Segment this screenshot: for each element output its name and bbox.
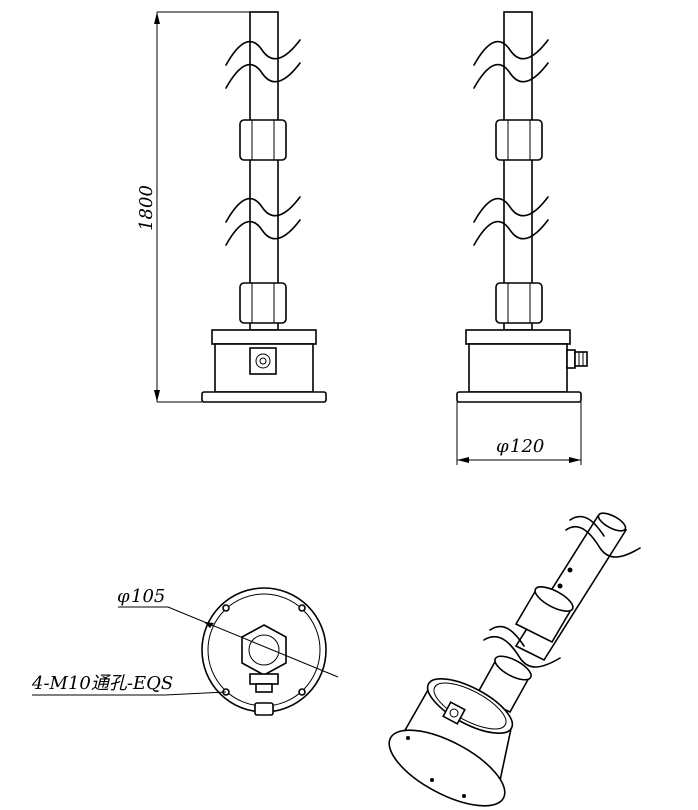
base-diameter-label: 120 [510,436,544,457]
side-coupling-lower [495,282,543,324]
mounting-holes-label: 4-M10通孔-EQS [31,673,173,694]
front-coupling-lower [239,282,287,324]
iso-tube-end [597,512,627,532]
mounting-holes-callout: 4-M10通孔-EQS [31,673,227,696]
side-housing [456,329,582,403]
front-break-mark-upper [225,39,301,89]
side-tube [503,11,533,331]
front-break-mark-lower [225,196,301,246]
iso-base-flange [388,729,506,807]
front-connector-port [249,347,277,375]
iso-tube-slots [557,567,573,589]
flange-diameter-symbol: φ [117,586,130,607]
flange-diameter-callout: φ 105 [117,586,339,678]
isometric-view [388,512,641,807]
iso-break-mark-upper [565,515,641,558]
base-diameter-dimension: φ 120 [456,402,582,465]
front-view: 1800 [136,11,327,403]
top-view: φ 105 4-M10通孔-EQS [31,586,339,716]
front-coupling-upper [239,119,287,161]
top-connector [249,673,279,716]
iso-break-mark-lower [483,625,561,668]
side-connector-fitting [566,349,588,369]
top-hex-nut [241,624,287,676]
height-dimension-label: 1800 [136,185,157,231]
flange-diameter-label: 105 [131,586,165,607]
side-break-mark-upper [473,39,549,89]
base-diameter-symbol: φ [496,436,509,457]
side-view: φ 120 [456,11,588,465]
iso-tube [514,514,628,662]
height-dimension: 1800 [136,11,250,403]
side-coupling-upper [495,119,543,161]
iso-coupling-upper [514,586,574,644]
side-break-mark-lower [473,196,549,246]
